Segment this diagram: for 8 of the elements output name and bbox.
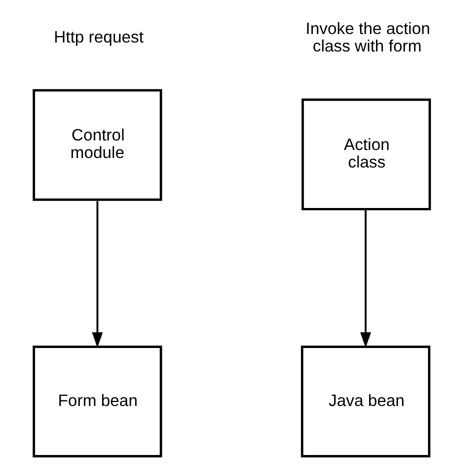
node-box: Form bean (32, 346, 162, 458)
node-box: Control module (32, 89, 162, 201)
node-box: Java bean (300, 346, 430, 458)
node-label: Http request (54, 28, 144, 46)
arrow (92, 201, 103, 348)
node-box: Action class (302, 98, 431, 210)
node-label: Invoke the action class with form (306, 20, 430, 56)
arrow (360, 210, 372, 348)
